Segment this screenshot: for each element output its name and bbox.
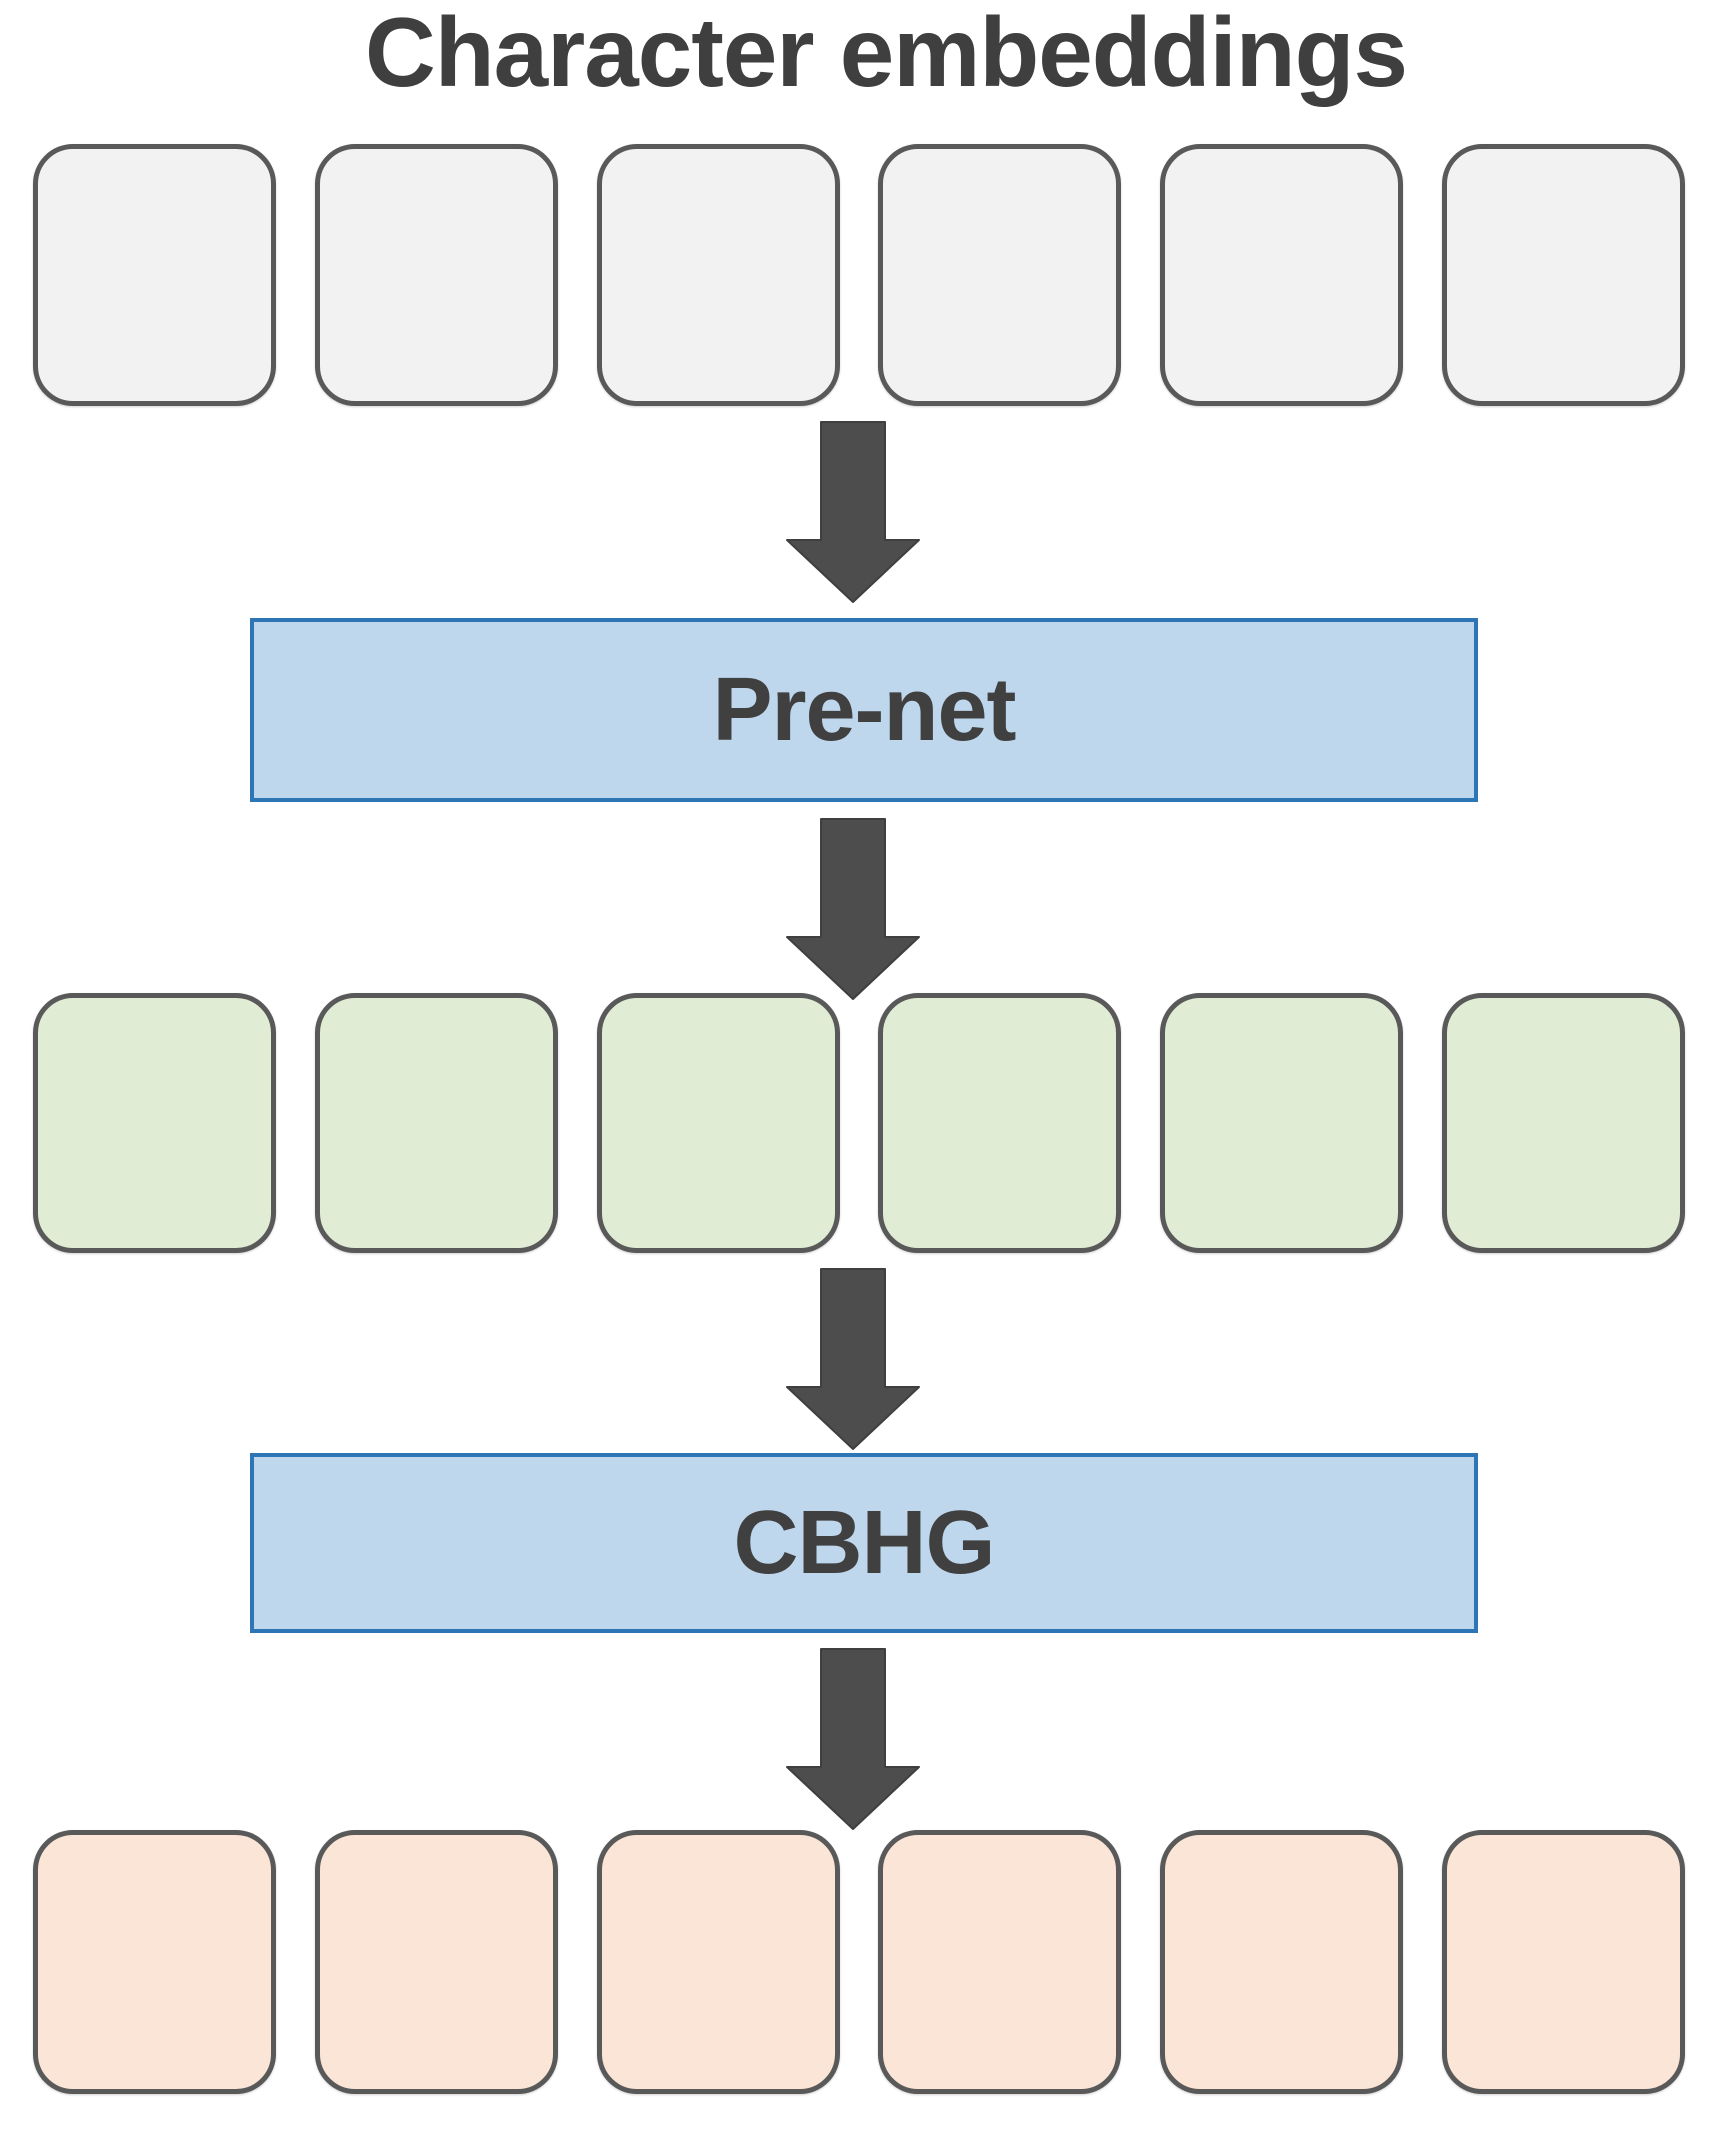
prenet-output-box [596, 993, 840, 1253]
prenet-output-box [33, 993, 276, 1253]
cbhg-output-box [596, 1830, 840, 2094]
prenet-output-box [1160, 993, 1404, 1253]
cbhg-output-box [33, 1830, 276, 2094]
prenet-output-box [878, 993, 1122, 1253]
diagram-title: Character embeddings [365, 0, 1408, 107]
prenet-output-box [314, 993, 558, 1253]
character-embedding-box [878, 144, 1122, 406]
prenet-output-row [33, 993, 1685, 1253]
down-arrow [786, 1268, 920, 1450]
down-arrow [786, 421, 920, 603]
character-embedding-box [33, 144, 276, 406]
prenet-module-box: Pre-net [250, 618, 1478, 802]
character-embedding-box [1441, 144, 1685, 406]
cbhg-output-box [314, 1830, 558, 2094]
character-embedding-box [314, 144, 558, 406]
down-arrow [786, 818, 920, 1000]
character-embedding-row [33, 144, 1685, 406]
character-embedding-box [596, 144, 840, 406]
cbhg-output-box [1160, 1830, 1404, 2094]
cbhg-output-row [33, 1830, 1685, 2094]
cbhg-output-box [1441, 1830, 1685, 2094]
down-arrow [786, 1648, 920, 1830]
cbhg-label: CBHG [733, 1492, 996, 1593]
prenet-output-box [1441, 993, 1685, 1253]
prenet-label: Pre-net [712, 659, 1016, 760]
character-embedding-box [1160, 144, 1404, 406]
cbhg-module-box: CBHG [250, 1453, 1478, 1633]
cbhg-output-box [878, 1830, 1122, 2094]
